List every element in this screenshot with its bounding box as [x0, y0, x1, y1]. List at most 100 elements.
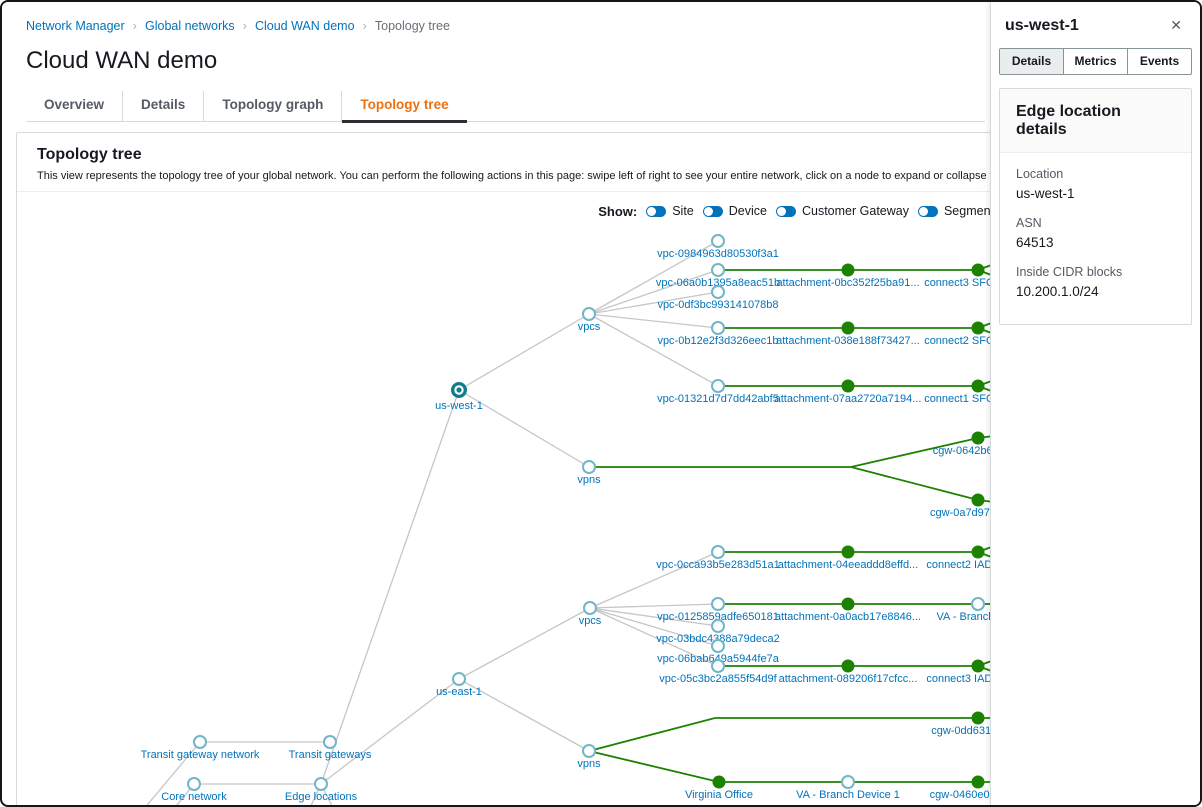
tree-label-vpc-0984963d80530f3a1[interactable]: vpc-0984963d80530f3a1	[657, 248, 779, 260]
panel-tab-events[interactable]: Events	[1128, 48, 1192, 75]
tree-label-us-west-1[interactable]: us-west-1	[435, 400, 483, 412]
tree-label-vpc-05c3bc2a855f54d9f[interactable]: vpc-05c3bc2a855f54d9f	[659, 673, 777, 685]
tree-node-attachment-0a0acb17e8846[interactable]	[841, 597, 855, 611]
tree-node-edge-locations[interactable]	[314, 777, 328, 791]
tree-label-connect2-iad-cloudw[interactable]: connect2 IAD cloudw	[926, 559, 994, 571]
tree-edge	[589, 435, 994, 468]
tree-node-cgw-0dd631fd0223[interactable]	[971, 711, 985, 725]
tree-node-vpc-0b12e2f3d326eec1b[interactable]	[711, 321, 725, 335]
tree-label-connect1-sfo-cloudw[interactable]: connect1 SFO cloudw	[924, 393, 994, 405]
toggle-group-customer-gateway: Customer Gateway	[775, 204, 909, 218]
tab-overview[interactable]: Overview	[44, 97, 105, 112]
tab-topology-graph[interactable]: Topology graph	[203, 91, 341, 121]
tree-node-connect2-iad-cloudw[interactable]	[971, 545, 985, 559]
tree-node-attachment-04eeaddd8effd[interactable]	[841, 545, 855, 559]
tree-label-cgw-0a7d976c22d0[interactable]: cgw-0a7d976c22d0	[930, 507, 994, 519]
tree-label-attachment-0a0acb17e8846[interactable]: attachment-0a0acb17e8846...	[775, 611, 921, 623]
tree-label-vpc-06a0b1395a8eac51b[interactable]: vpc-06a0b1395a8eac51b	[656, 277, 780, 289]
tree-label-vpc-0125859adfe650181[interactable]: vpc-0125859adfe650181	[657, 611, 779, 623]
panel-tab-details[interactable]: Details	[999, 48, 1064, 75]
toggle-segment[interactable]	[917, 205, 938, 217]
tree-label-attachment-089206f17cfcc[interactable]: attachment-089206f17cfcc...	[779, 673, 918, 685]
toggle-customer-gateway[interactable]	[775, 205, 796, 217]
tree-node-vpc-06bab649a5944fe7a[interactable]	[711, 639, 725, 653]
tree-node-attachment-089206f17cfcc[interactable]	[841, 659, 855, 673]
tree-node-attachment-0bc352f25ba91[interactable]	[841, 263, 855, 277]
tree-node-connect3-sfo-cloudw[interactable]	[971, 263, 985, 277]
tree-label-edge-locations[interactable]: Edge locations	[285, 791, 358, 803]
tree-node-transit-gateways[interactable]	[323, 735, 337, 749]
tree-node-vpc-0df3bc993141078b8[interactable]	[711, 285, 725, 299]
tree-label-vpcs[interactable]: vpcs	[579, 615, 602, 627]
breadcrumb-item-network-manager[interactable]: Network Manager	[26, 18, 125, 33]
breadcrumb-item-global-networks[interactable]: Global networks	[145, 18, 235, 33]
tree-node-connect2-sfo-cloudw[interactable]	[971, 321, 985, 335]
tree-node-connect3-iad-cloudw[interactable]	[971, 659, 985, 673]
tree-node-vpc-01321d7d7dd42abf5[interactable]	[711, 379, 725, 393]
tree-node-vpcs[interactable]	[583, 601, 597, 615]
tree-label-cgw-0642b6ef56f5[interactable]: cgw-0642b6ef56f5	[933, 445, 994, 457]
toggle-device[interactable]	[702, 205, 723, 217]
tree-node-vpc-0984963d80530f3a1[interactable]	[711, 234, 725, 248]
tree-label-transit-gateway-network[interactable]: Transit gateway network	[141, 749, 260, 761]
tree-node-vpns[interactable]	[582, 744, 596, 758]
tree-node-vpc-0cca93b5e283d51a1[interactable]	[711, 545, 725, 559]
tree-label-virginia-office[interactable]: Virginia Office	[685, 789, 753, 801]
tree-label-connect3-sfo-cloudw[interactable]: connect3 SFO cloudw	[924, 277, 994, 289]
tree-node-connect1-sfo-cloudw[interactable]	[971, 379, 985, 393]
tree-label-vpc-06bab649a5944fe7a[interactable]: vpc-06bab649a5944fe7a	[657, 653, 780, 665]
tree-node-us-east-1[interactable]	[452, 672, 466, 686]
tree-label-vpc-0df3bc993141078b8[interactable]: vpc-0df3bc993141078b8	[657, 299, 778, 311]
tree-node-va-branch-devi[interactable]	[971, 597, 985, 611]
toggle-group-site: Site	[646, 204, 694, 218]
topology-card-title: Topology tree	[37, 146, 142, 163]
tree-label-connect2-sfo-cloudw[interactable]: connect2 SFO cloudw	[924, 335, 994, 347]
tree-label-va-branch-devi[interactable]: VA - Branch Devi	[937, 611, 994, 623]
tree-label-va-branch-device-1[interactable]: VA - Branch Device 1	[796, 789, 900, 801]
toggle-group-device: Device	[702, 204, 767, 218]
tree-node-vpc-06a0b1395a8eac51b[interactable]	[711, 263, 725, 277]
tree-node-cgw-0a7d976c22d0[interactable]	[971, 493, 985, 507]
tree-node-vpc-05c3bc2a855f54d9f[interactable]	[711, 659, 725, 673]
toggle-site[interactable]	[646, 205, 667, 217]
tree-label-attachment-04eeaddd8effd[interactable]: attachment-04eeaddd8effd...	[778, 559, 918, 571]
tree-node-transit-gateway-network[interactable]	[193, 735, 207, 749]
tree-node-attachment-038e188f73427[interactable]	[841, 321, 855, 335]
tree-node-attachment-07aa2720a7194[interactable]	[841, 379, 855, 393]
tree-label-cgw-0dd631fd0223[interactable]: cgw-0dd631fd0223	[931, 725, 994, 737]
tree-label-vpc-0cca93b5e283d51a1[interactable]: vpc-0cca93b5e283d51a1	[656, 559, 780, 571]
close-icon[interactable]: ✕	[1170, 17, 1182, 33]
tree-node-core-network[interactable]	[187, 777, 201, 791]
tree-node-cgw-0642b6ef56f5[interactable]	[971, 431, 985, 445]
breadcrumb-separator: ›	[132, 18, 137, 33]
tree-label-vpns[interactable]: vpns	[577, 758, 601, 770]
tab-details[interactable]: Details	[122, 91, 203, 121]
tree-node-vpns[interactable]	[582, 460, 596, 474]
tree-node-vpc-03bdc4388a79deca2[interactable]	[711, 619, 725, 633]
tree-label-vpc-0b12e2f3d326eec1b[interactable]: vpc-0b12e2f3d326eec1b	[657, 335, 778, 347]
tree-label-connect3-iad-cloudw[interactable]: connect3 IAD cloudw	[926, 673, 994, 685]
tree-node-virginia-office[interactable]	[712, 775, 726, 789]
tree-label-vpc-01321d7d7dd42abf5[interactable]: vpc-01321d7d7dd42abf5	[657, 393, 779, 405]
tree-node-va-branch-device-1[interactable]	[841, 775, 855, 789]
topology-tree-canvas[interactable]: us-west-1 vpcs vpns vpc-0984963d80530f3a1 vp…	[17, 223, 994, 807]
tree-label-us-east-1[interactable]: us-east-1	[436, 686, 482, 698]
tree-label-attachment-038e188f73427[interactable]: attachment-038e188f73427...	[776, 335, 920, 347]
tree-label-vpcs[interactable]: vpcs	[578, 321, 601, 333]
tree-node-vpcs[interactable]	[582, 307, 596, 321]
tree-label-cgw-0460e0a1ae5a[interactable]: cgw-0460e0a1ae5a	[930, 789, 994, 801]
tree-label-attachment-07aa2720a7194[interactable]: attachment-07aa2720a7194...	[775, 393, 922, 405]
toggle-group-segment: Segment	[917, 204, 994, 218]
tree-node-cgw-0460e0a1ae5a[interactable]	[971, 775, 985, 789]
tree-label-core-network[interactable]: Core network	[161, 791, 227, 803]
tree-label-transit-gateways[interactable]: Transit gateways	[289, 749, 372, 761]
tree-node-vpc-0125859adfe650181[interactable]	[711, 597, 725, 611]
tab-topology-tree[interactable]: Topology tree	[341, 91, 467, 123]
panel-tab-metrics[interactable]: Metrics	[1064, 48, 1128, 75]
tree-label-vpns[interactable]: vpns	[577, 474, 601, 486]
tree-edge	[589, 607, 719, 627]
breadcrumb-item-cloud-wan-demo[interactable]: Cloud WAN demo	[254, 18, 355, 33]
tree-label-attachment-0bc352f25ba91[interactable]: attachment-0bc352f25ba91...	[776, 277, 919, 289]
